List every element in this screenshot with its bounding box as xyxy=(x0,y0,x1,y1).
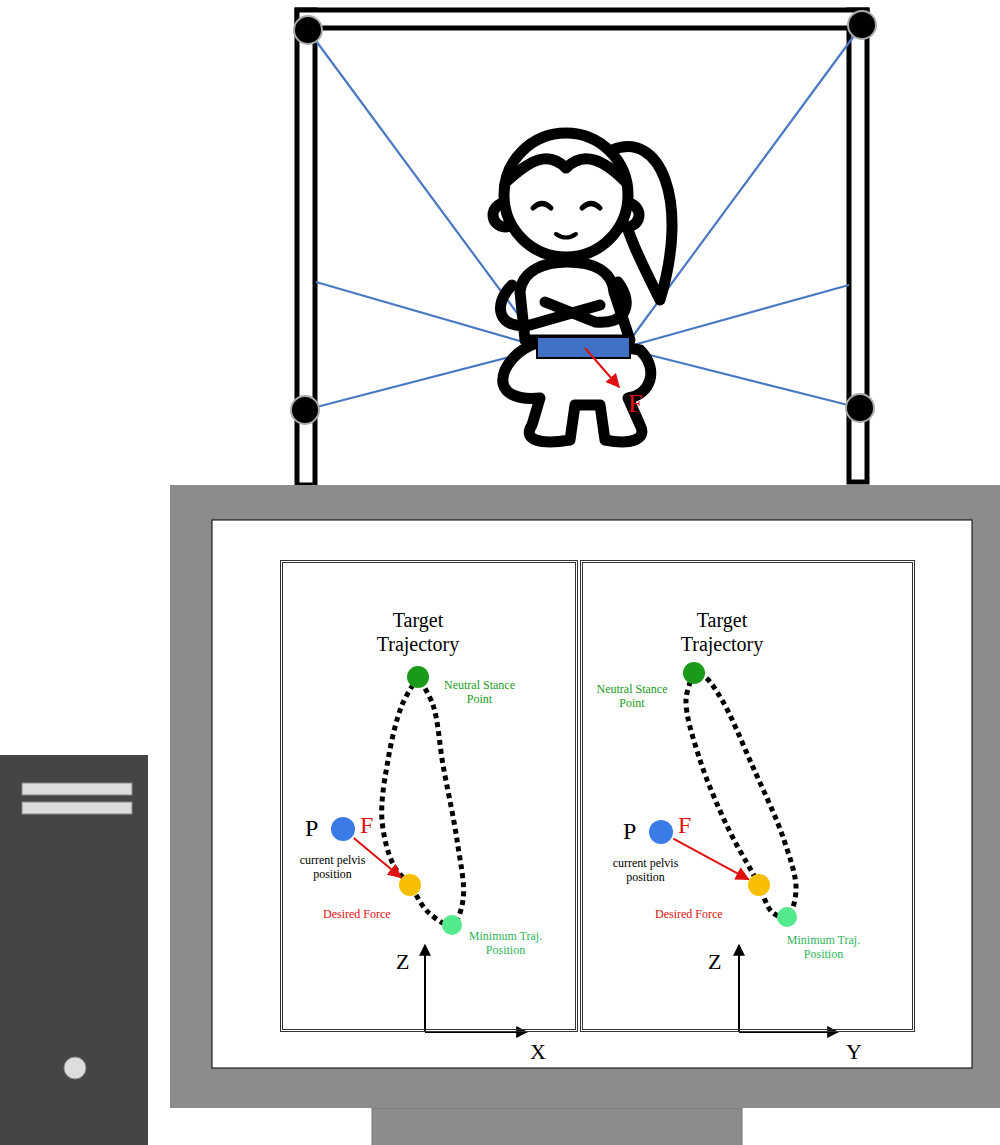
mouth xyxy=(556,234,576,238)
trajectories xyxy=(382,673,796,925)
panel-title: Target Trajectory xyxy=(667,608,777,656)
plot-panel: Target TrajectoryNeutral Stance PointPcu… xyxy=(280,560,578,1032)
point-label: Neutral Stance Point xyxy=(586,682,678,711)
point-label: current pelvis position xyxy=(603,856,688,885)
axis-label: X xyxy=(530,1040,546,1064)
minimum-position-dot: Minimum Traj. Position xyxy=(442,915,462,935)
pulley xyxy=(294,16,322,44)
cables xyxy=(305,25,862,410)
support-frame xyxy=(297,10,867,485)
arm xyxy=(545,282,626,322)
hairline xyxy=(506,159,626,182)
force-label: F xyxy=(676,812,693,838)
plot-panel: Target TrajectoryNeutral Stance PointPcu… xyxy=(580,560,915,1032)
monitor-screen xyxy=(212,520,972,1068)
pulley xyxy=(846,394,874,422)
force-label: Desired Force xyxy=(323,907,391,921)
force-label: Desired Force xyxy=(655,907,723,921)
point-label: Neutral Stance Point xyxy=(432,678,527,707)
computer-tower xyxy=(0,755,148,1145)
person-figure xyxy=(493,133,672,442)
pelvis-dot: Pcurrent pelvis position xyxy=(649,820,673,844)
monitor-bezel xyxy=(170,485,1000,1108)
drive-slot xyxy=(22,783,132,795)
monitor-stand xyxy=(372,1108,742,1145)
axis-line xyxy=(425,1031,527,1033)
neutral-stance-dot: Neutral Stance Point xyxy=(407,666,429,688)
desired-force-dot: Desired Force xyxy=(399,874,421,896)
force-label: F xyxy=(628,390,642,419)
head xyxy=(504,133,628,257)
axis-label: Y xyxy=(846,1040,862,1064)
pelvis-dot: Pcurrent pelvis position xyxy=(331,817,355,841)
point-label: Minimum Traj. Position xyxy=(463,929,548,958)
drive-slot xyxy=(22,802,132,814)
pulley xyxy=(848,11,876,39)
point-name: P xyxy=(305,814,318,843)
axis-line xyxy=(424,945,426,1032)
power-button xyxy=(64,1057,86,1079)
pelvis-belt xyxy=(537,337,630,358)
axis-label: Z xyxy=(708,950,721,974)
pulley xyxy=(291,396,319,424)
point-label: Minimum Traj. Position xyxy=(781,933,866,962)
target-trajectory-path xyxy=(686,673,796,918)
frame-beam xyxy=(297,10,867,28)
minimum-position-dot: Minimum Traj. Position xyxy=(777,907,797,927)
eye xyxy=(582,204,600,209)
axis-label: Z xyxy=(396,950,409,974)
axis-line xyxy=(739,1031,838,1033)
point-label: current pelvis position xyxy=(290,853,375,882)
force-label: F xyxy=(358,812,375,838)
force-arrow xyxy=(585,348,619,387)
eye xyxy=(533,204,551,209)
axes xyxy=(425,945,838,1032)
force-arrow xyxy=(673,839,748,880)
cable xyxy=(630,350,860,408)
panel-title: Target Trajectory xyxy=(363,608,473,656)
point-name: P xyxy=(623,817,636,846)
axis-line xyxy=(738,945,740,1032)
target-trajectory-path xyxy=(382,677,464,925)
desired-force-dot: Desired Force xyxy=(748,874,770,896)
neutral-stance-dot: Neutral Stance Point xyxy=(683,662,705,684)
